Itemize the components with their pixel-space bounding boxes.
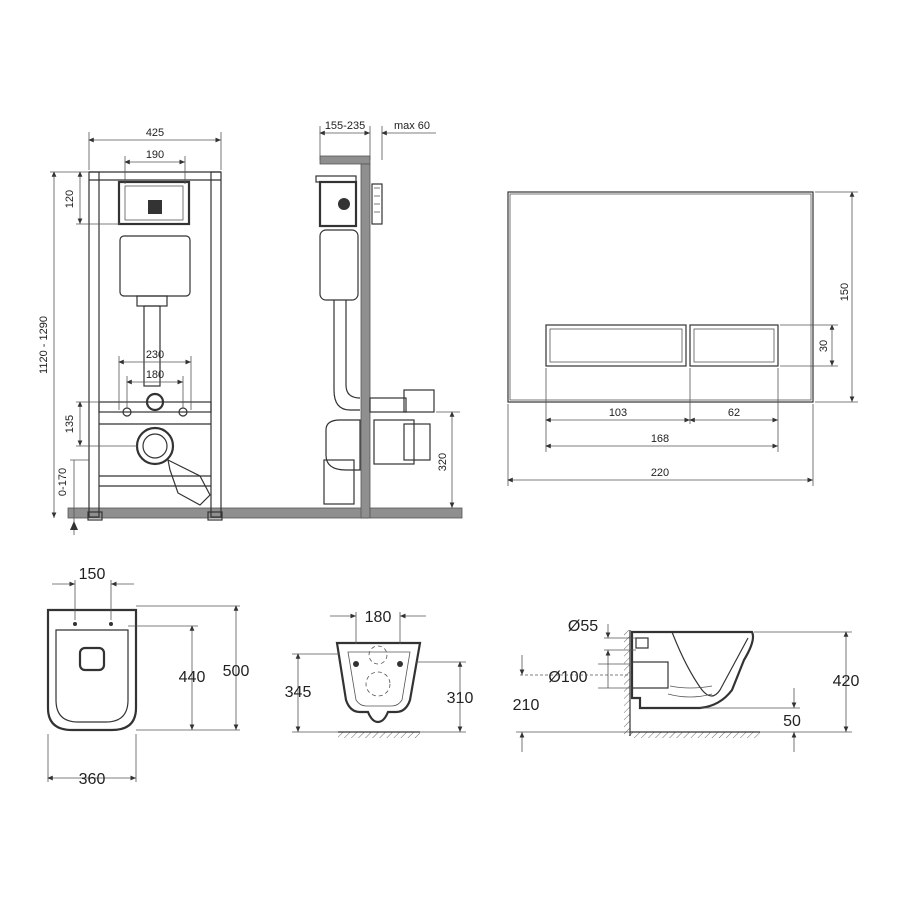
flush-plate-view: 150 30 103 62 168 220 <box>507 191 858 486</box>
drain-elbow <box>167 458 211 506</box>
flush-outlet <box>145 392 165 412</box>
dim-buttons-total: 168 <box>651 433 669 445</box>
frame-post-right <box>210 171 222 518</box>
side-drain <box>325 419 361 471</box>
bowl-outline-top <box>46 608 138 732</box>
dim-button-right-width: 62 <box>728 407 740 419</box>
wall-section <box>360 163 371 519</box>
dim-plate-width: 220 <box>651 467 669 479</box>
flush-plate <box>507 191 814 403</box>
dim-button-left-width: 103 <box>609 407 627 419</box>
dim-tank-width: 190 <box>146 149 164 161</box>
flush-valve-icon <box>148 200 162 214</box>
dim-side-outlet-height: 210 <box>513 697 540 714</box>
bowl-top-view: 150 360 440 500 <box>46 566 250 788</box>
flush-button-large[interactable] <box>545 324 687 367</box>
bowl-drain-top <box>78 646 106 672</box>
dim-side-outlet-height: 320 <box>437 453 449 471</box>
dim-top-offset: 120 <box>64 190 76 208</box>
dim-frame-height: 1120 - 1290 <box>38 316 50 374</box>
flush-mount-plate <box>117 180 191 226</box>
dim-frame-depth: 155-235 <box>325 120 365 132</box>
dim-back-height-right: 310 <box>447 690 474 707</box>
dim-outlet-diameter: Ø100 <box>548 669 587 686</box>
dim-bowl-width: 360 <box>79 771 106 788</box>
flush-pipe <box>143 305 161 387</box>
dim-bowl-length: 500 <box>223 663 250 680</box>
dim-rim-offset: 50 <box>783 713 801 730</box>
dim-frame-width: 425 <box>146 127 164 139</box>
bowl-side-view: Ø55 Ø100 210 420 50 <box>513 618 860 752</box>
dim-bolt-inner: 180 <box>146 369 164 381</box>
flush-button-small[interactable] <box>689 324 779 367</box>
dim-inlet-diameter: Ø55 <box>568 618 598 635</box>
side-cistern <box>319 229 359 301</box>
dim-outlet-height: 135 <box>64 415 76 433</box>
drain-outlet <box>135 426 175 466</box>
dim-bowl-bolt-spacing: 150 <box>79 566 106 583</box>
dim-bowl-inner-length: 440 <box>179 669 206 686</box>
dim-foot-adjust: 0-170 <box>57 468 69 496</box>
dim-bowl-height: 420 <box>833 673 860 690</box>
dim-back-height-left: 345 <box>285 684 312 701</box>
bowl-back-view: 180 345 310 <box>285 609 474 738</box>
dim-back-bolt-spacing: 180 <box>365 609 392 626</box>
frame-front-view: 425 190 120 1120 - 1290 230 180 135 0-17… <box>38 127 369 535</box>
dim-plate-height: 150 <box>839 283 851 301</box>
dim-panel-depth: max 60 <box>394 120 430 132</box>
dim-bolt-outer: 230 <box>146 349 164 361</box>
dim-button-height: 30 <box>818 340 830 352</box>
frame-side-view: 155-235 max 60 320 <box>315 120 463 519</box>
bowl-outline-back <box>335 641 422 724</box>
side-mount-plate <box>318 180 358 228</box>
cistern <box>119 235 191 297</box>
